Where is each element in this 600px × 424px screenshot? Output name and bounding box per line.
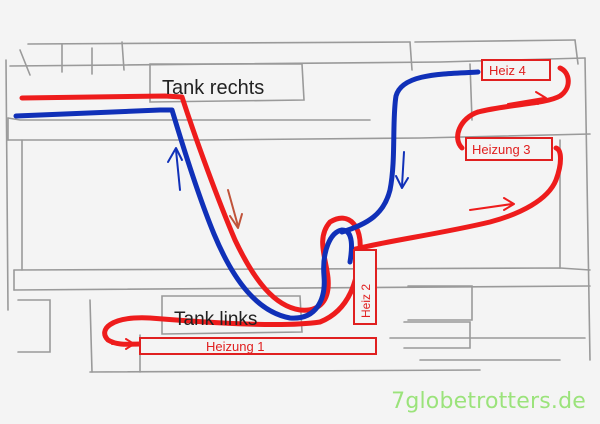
- heiz2-label: Heiz 2: [359, 284, 373, 318]
- heater-boxes: [139, 59, 553, 355]
- heizung1-box: [139, 337, 377, 355]
- heiz4-box: [481, 59, 551, 81]
- heiz2-box: [353, 249, 377, 325]
- cold-water-circuit: [13, 69, 481, 321]
- right-arrow-icon: [507, 91, 547, 105]
- heiz4-label: Heiz 4: [489, 63, 526, 78]
- down-arrow-icon: [395, 151, 409, 189]
- tank-right-label: Tank rechts: [162, 77, 264, 99]
- heizung1-label: Heizung 1: [206, 339, 265, 354]
- right-arrow-icon: [469, 197, 515, 211]
- down-arrow-icon: [227, 189, 243, 229]
- up-arrow-icon: [167, 147, 183, 191]
- right-arrow-icon: [111, 338, 135, 350]
- flow-arrows: [111, 91, 547, 350]
- hot-water-circuit: [19, 65, 571, 347]
- tank-left-label: Tank links: [174, 309, 257, 330]
- heizung3-box: [465, 137, 553, 161]
- heizung3-label: Heizung 3: [472, 142, 531, 157]
- site-watermark: 7globetrotters.de: [391, 389, 586, 414]
